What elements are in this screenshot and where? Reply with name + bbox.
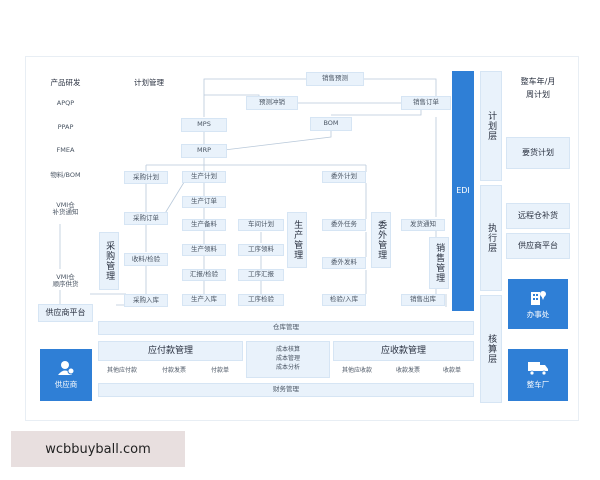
node-sales-forecast: 销售预测 xyxy=(306,72,364,86)
production-item-workshop-plan: 车间计划 xyxy=(238,219,284,231)
oem-factory-label: 整车厂 xyxy=(526,380,550,390)
supplier-tile: 供应商 xyxy=(40,349,92,401)
oem-factory-tile: 整车厂 xyxy=(508,349,568,401)
production-item-inbound: 生产入库 xyxy=(182,294,226,306)
left-item-apqp: APQP xyxy=(56,99,75,108)
office-building-icon xyxy=(529,288,547,308)
payables-item-invoice: 付款发票 xyxy=(161,366,186,374)
cost-item-accounting: 成本核算 xyxy=(275,346,300,354)
receivables-item-other: 其他应收款 xyxy=(341,366,372,374)
oem-plan-header: 整车年/月 周计划 xyxy=(520,77,556,99)
node-mrp: MRP xyxy=(181,144,227,158)
outsourcing-item-issue: 委外发料 xyxy=(322,257,366,269)
purchase-item-plan: 采购计划 xyxy=(124,171,168,184)
node-sales-order: 销售订单 xyxy=(401,96,451,110)
office-tile: 办事处 xyxy=(508,279,568,329)
receivables-item-invoice: 收款发票 xyxy=(395,366,420,374)
receivables-title: 应收款管理 xyxy=(333,341,474,361)
oem-remote-replenish: 远程仓补货 xyxy=(506,203,570,229)
left-item-vmi-replenish: VMI仓 补货通知 xyxy=(52,200,79,216)
sales-item-outbound: 销售出库 xyxy=(401,294,445,306)
outsourcing-item-plan: 委外计划 xyxy=(322,171,366,183)
left-item-ppap: PPAP xyxy=(57,123,74,132)
layer-execute: 执行层 xyxy=(480,185,502,291)
production-item-issue: 生产领料 xyxy=(182,244,226,256)
payables-item-payment: 付款单 xyxy=(210,366,229,374)
payables-item-other: 其他应付款 xyxy=(106,366,137,374)
outsourcing-item-inspect-inbound: 检验/入库 xyxy=(322,294,366,306)
warehouse-management-bar: 仓库管理 xyxy=(98,321,474,335)
node-mps: MPS xyxy=(181,118,227,132)
cost-item-analysis: 成本分析 xyxy=(275,363,300,371)
truck-icon xyxy=(527,360,549,378)
diagram-canvas: 产品研发 APQP PPAP FMEA 物料/BOM VMI仓 补货通知 VMI… xyxy=(25,56,579,421)
left-item-bom: 物料/BOM xyxy=(50,171,81,180)
left-item-vmi-sequence: VMI仓 顺序供货 xyxy=(52,272,79,288)
production-item-plan: 生产计划 xyxy=(182,171,226,183)
purchase-item-receive: 收料/检验 xyxy=(124,253,168,266)
supplier-platform-left: 供应商平台 xyxy=(38,304,93,322)
layer-accounting: 核算层 xyxy=(480,295,502,403)
production-item-order: 生产订单 xyxy=(182,196,226,208)
outsourcing-management-label: 委外管理 xyxy=(371,212,391,268)
finance-management-bar: 财务管理 xyxy=(98,383,474,397)
layer-plan: 计划层 xyxy=(480,71,502,181)
node-bom: BOM xyxy=(310,117,352,131)
sales-item-delivery-notice: 发货通知 xyxy=(401,219,445,231)
production-item-process-inspect: 工序检验 xyxy=(238,294,284,306)
payables-title: 应付款管理 xyxy=(98,341,243,361)
watermark-label: wcbbuyball.com xyxy=(11,431,185,467)
supplier-label: 供应商 xyxy=(54,380,78,390)
production-item-process-issue: 工序领料 xyxy=(238,244,284,256)
receivables-item-receipt: 收款单 xyxy=(442,366,461,374)
cost-box: 成本核算 成本管理 成本分析 xyxy=(246,341,330,378)
product-rnd-header: 产品研发 xyxy=(50,77,81,87)
edi-bar: EDI xyxy=(452,71,474,311)
production-item-report: 汇报/检验 xyxy=(182,269,226,281)
outsourcing-item-task: 委外任务 xyxy=(322,219,366,231)
sales-management-label: 销售管理 xyxy=(429,237,449,289)
office-label: 办事处 xyxy=(526,310,550,320)
production-management-label: 生产管理 xyxy=(287,212,307,268)
oem-supplier-platform: 供应商平台 xyxy=(506,233,570,259)
node-forecast-offset: 预测冲销 xyxy=(246,96,298,110)
supplier-person-icon xyxy=(57,360,75,378)
left-item-fmea: FMEA xyxy=(56,146,75,155)
purchase-management-label: 采购管理 xyxy=(99,232,119,290)
purchase-item-inbound: 采购入库 xyxy=(124,294,168,307)
plan-management-header: 计划管理 xyxy=(134,77,164,87)
production-item-process-report: 工序汇报 xyxy=(238,269,284,281)
purchase-item-order: 采购订单 xyxy=(124,212,168,225)
cost-item-management: 成本管理 xyxy=(275,355,300,363)
oem-demand-plan: 要货计划 xyxy=(506,137,570,169)
production-item-prep: 生产备料 xyxy=(182,219,226,231)
